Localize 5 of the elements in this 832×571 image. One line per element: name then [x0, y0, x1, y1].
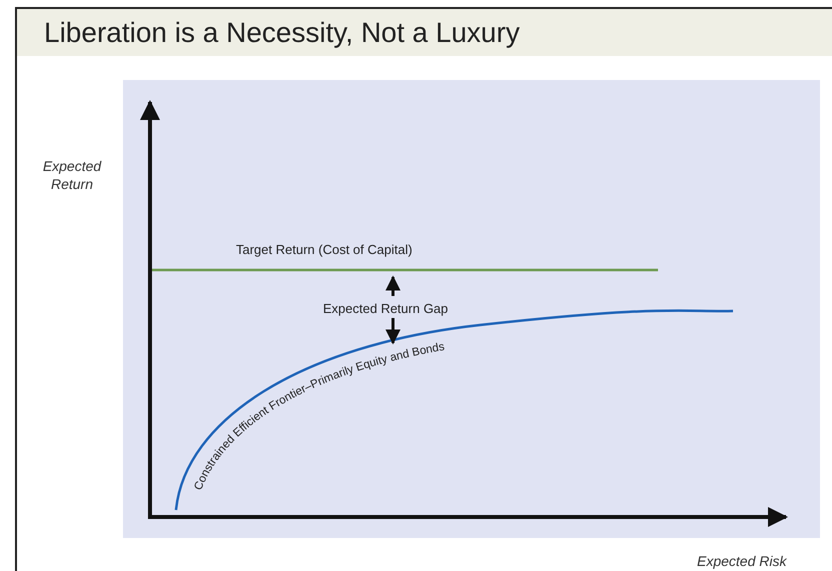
line-label: Target Return (Cost of Capital): [236, 241, 412, 259]
gap-label: Expected Return Gap: [323, 300, 448, 318]
x-axis-label: Expected Risk: [697, 552, 786, 571]
y-axis-label: Expected Return: [42, 157, 102, 193]
title: Liberation is a Necessity, Not a Luxury: [44, 18, 520, 46]
